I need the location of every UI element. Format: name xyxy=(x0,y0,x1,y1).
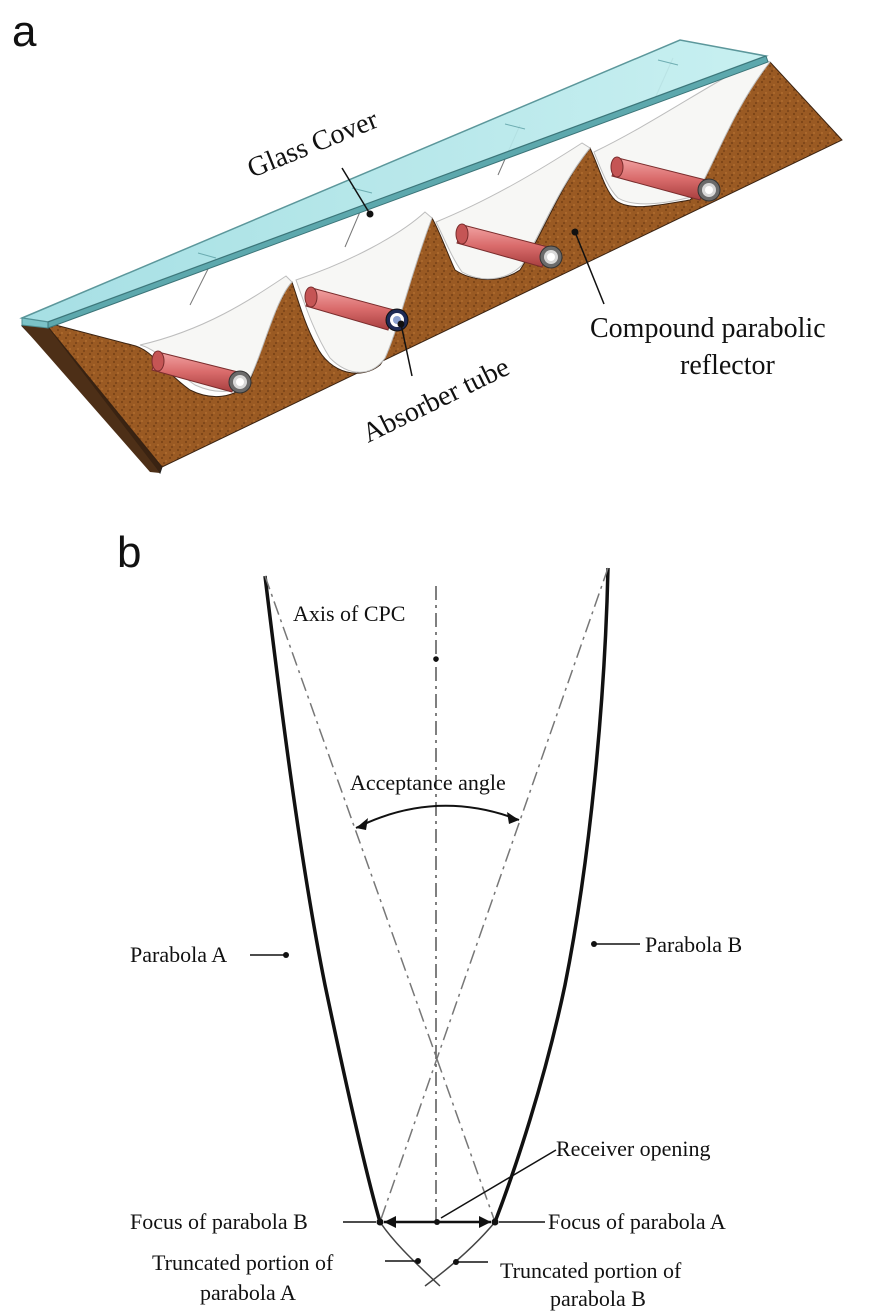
axis-of-cpc-label: Axis of CPC xyxy=(293,601,405,626)
focus-parabola-a-label: Focus of parabola A xyxy=(548,1209,726,1234)
panel-a: a xyxy=(12,7,843,474)
parabola-b-leader-dot xyxy=(591,941,597,947)
receiver-opening-label: Receiver opening xyxy=(556,1136,711,1161)
truncated-b-label-line2: parabola B xyxy=(550,1286,646,1311)
parabola-a-label: Parabola A xyxy=(130,942,227,967)
collector-end-face-shade xyxy=(22,322,160,473)
cpc-axis-marker xyxy=(433,656,439,662)
glass-cover-front-edge xyxy=(47,55,769,329)
glass-cover-label: Glass Cover xyxy=(243,104,383,185)
absorber-tube-4 xyxy=(610,156,721,202)
acceptance-angle-label: Acceptance angle xyxy=(350,770,506,795)
focus-parabola-b-marker xyxy=(376,1218,384,1226)
compound-reflector-label-line2: reflector xyxy=(680,350,775,381)
panel-a-letter: a xyxy=(12,7,37,56)
truncated-portion-a-curve xyxy=(379,1221,441,1287)
absorber-tube-3 xyxy=(455,223,563,269)
truncated-b-leader-dot xyxy=(453,1259,459,1265)
truncated-a-leader-dot xyxy=(415,1258,421,1264)
truncated-b-label-line1: Truncated portion of xyxy=(500,1258,682,1283)
receiver-arrow-left xyxy=(384,1216,396,1228)
panel-b: b Axis of CPC Acceptance angle Parabola … xyxy=(117,528,742,1311)
glass-cover-divider-lines xyxy=(197,59,679,259)
absorber-tube-label: Absorber tube xyxy=(357,352,514,450)
receiver-opening-leader xyxy=(440,1149,557,1219)
truncated-a-label-line1: Truncated portion of xyxy=(152,1250,334,1275)
parabola-b-label: Parabola B xyxy=(645,932,742,957)
acceptance-angle-arc xyxy=(355,804,520,829)
acceptance-arc-arrow-right xyxy=(507,812,519,824)
receiver-arrow-right xyxy=(479,1216,491,1228)
compound-reflector-label-line1: Compound parabolic xyxy=(590,313,826,344)
focus-parabola-b-label: Focus of parabola B xyxy=(130,1209,308,1234)
receiver-center-marker xyxy=(434,1219,440,1225)
parabola-a-leader-dot xyxy=(283,952,289,958)
parabola-a-curve xyxy=(263,575,382,1223)
acceptance-line-right xyxy=(379,567,609,1223)
compound-reflector-callout: Compound parabolic reflector xyxy=(571,228,826,381)
absorber-tube-1 xyxy=(151,350,252,394)
focus-parabola-a-marker xyxy=(491,1218,499,1226)
reflector-trough-2 xyxy=(295,211,433,373)
acceptance-arc-arrow-left xyxy=(356,818,368,830)
absorber-tube-2 xyxy=(304,286,409,332)
acceptance-line-left xyxy=(264,575,496,1223)
truncated-portion-b-curve xyxy=(424,1221,496,1287)
truncated-a-label-line2: parabola A xyxy=(200,1280,296,1305)
parabola-b-curve xyxy=(493,567,610,1223)
panel-b-letter: b xyxy=(117,528,141,577)
